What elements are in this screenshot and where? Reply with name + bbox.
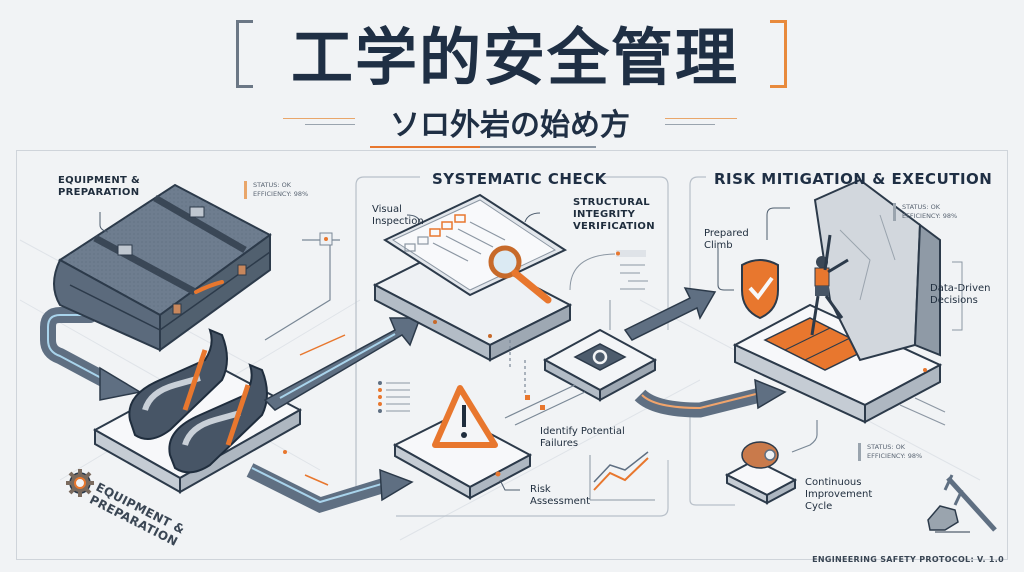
gear-icon bbox=[66, 469, 94, 497]
subtitle-underline bbox=[480, 146, 596, 148]
systematic-check-heading: SYSTEMATIC CHECK bbox=[432, 170, 607, 188]
flow-arrow-to-climb bbox=[634, 378, 787, 418]
shield-check-icon bbox=[741, 259, 779, 320]
equipment-heading: EQUIPMENT & PREPARATION bbox=[58, 175, 140, 198]
subtitle-rule-left-2 bbox=[305, 124, 355, 125]
visual-inspection-label: Visual Inspection bbox=[372, 204, 424, 227]
structural-integrity-label: STRUCTURAL INTEGRITY VERIFICATION bbox=[573, 197, 655, 232]
output-arrows bbox=[899, 397, 946, 426]
caliper-rock-icon bbox=[927, 474, 997, 533]
title-bracket-right bbox=[770, 20, 787, 88]
improvement-status: STATUS: OK EFFICIENCY: 98% bbox=[858, 443, 922, 461]
efficiency-text: EFFICIENCY: 98% bbox=[867, 452, 923, 460]
data-driven-label: Data-Driven Decisions bbox=[930, 283, 991, 306]
title-bracket-left bbox=[236, 20, 253, 88]
subtitle-rule-left bbox=[283, 118, 355, 119]
risk-mitigation-heading: RISK MITIGATION & EXECUTION bbox=[714, 170, 993, 188]
prepared-climb-label: Prepared Climb bbox=[704, 228, 749, 251]
risk-mitigation-frame bbox=[689, 176, 735, 506]
connector-node bbox=[264, 232, 340, 341]
data-panel bbox=[569, 250, 648, 330]
subtitle-underline-accent bbox=[370, 146, 480, 148]
equipment-label-leader bbox=[99, 212, 109, 233]
page-subtitle: ソロ外岩の始め方 bbox=[390, 108, 630, 143]
status-text: STATUS: OK bbox=[867, 443, 906, 451]
chip-gear-icon bbox=[592, 349, 608, 365]
efficiency-text: EFFICIENCY: 98% bbox=[253, 190, 309, 198]
protocol-version: ENGINEERING SAFETY PROTOCOL: V. 1.0 bbox=[812, 555, 1004, 564]
mitigation-status: STATUS: OK EFFICIENCY: 98% bbox=[893, 203, 957, 221]
continuous-improvement-label: Continuous Improvement Cycle bbox=[805, 477, 873, 512]
trend-chart-icon bbox=[589, 451, 655, 501]
status-text: STATUS: OK bbox=[253, 181, 292, 189]
page-title: 工学的安全管理 bbox=[290, 21, 739, 94]
checklist-list-icon bbox=[378, 381, 410, 413]
identify-failures-label: Identify Potential Failures bbox=[540, 426, 625, 449]
flow-arrow-to-mitigation bbox=[623, 287, 717, 341]
climbing-shoes-illustration bbox=[128, 328, 268, 474]
efficiency-text: EFFICIENCY: 98% bbox=[902, 212, 958, 220]
magnifier-icon bbox=[488, 245, 522, 279]
risk-assessment-label: Risk Assessment bbox=[530, 484, 590, 507]
climber-figure bbox=[810, 234, 849, 336]
flow-arrow-mat-to-shoes bbox=[40, 307, 143, 401]
warning-triangle-icon bbox=[432, 385, 498, 448]
equipment-status: STATUS: OK EFFICIENCY: 98% bbox=[244, 181, 308, 199]
flow-arrow-to-check bbox=[263, 317, 422, 411]
risk-assessment-platform bbox=[392, 413, 533, 500]
signal-lines bbox=[504, 340, 586, 426]
continuous-improvement-platform bbox=[724, 458, 798, 505]
flow-arrow-to-risk-assessment bbox=[246, 463, 414, 514]
crash-pad-illustration bbox=[53, 183, 272, 352]
processor-chip-illustration bbox=[542, 328, 658, 402]
climbing-platform bbox=[732, 303, 943, 424]
systematic-check-frame bbox=[355, 176, 669, 517]
subtitle-rule-right-2 bbox=[665, 124, 715, 125]
subtitle-rule-right bbox=[665, 118, 737, 119]
brain-gear-icon bbox=[741, 441, 779, 469]
status-text: STATUS: OK bbox=[902, 203, 941, 211]
tablet-checklist-illustration bbox=[372, 193, 573, 362]
outer-frame bbox=[16, 150, 1008, 560]
